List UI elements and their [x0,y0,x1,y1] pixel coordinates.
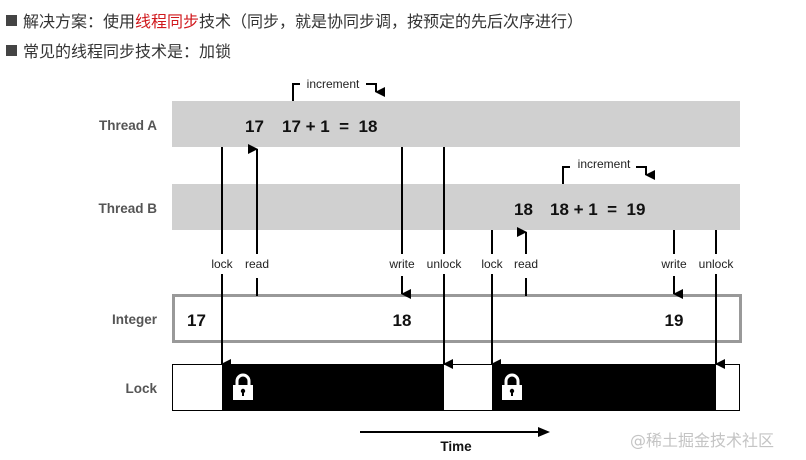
integer-value-after-a: 18 [393,311,412,330]
bullet-text: 常见的线程同步技术是：加锁 [23,42,232,61]
row-label-thread-b: Thread B [98,201,157,216]
increment-arrow-a [366,83,385,97]
bullet-common-technique: 常见的线程同步技术是：加锁 [6,38,231,62]
bullet-square-icon [6,15,17,26]
time-label: Time [440,439,472,454]
lock-held-segment-b [492,365,716,410]
padlock-icon [502,373,522,400]
increment-label-b: increment [578,157,631,171]
integer-value-after-b: 19 [665,311,684,330]
event-label-lock: lock [211,257,233,271]
row-label-lock: Lock [125,381,157,396]
increment-label-a: increment [307,77,360,91]
event-label-write: write [660,257,687,271]
event-label-read: read [514,257,538,271]
thread-a-bar [172,101,740,147]
bullet-highlight: 线程同步 [135,12,200,31]
bullet-solution: 解决方案：使用线程同步技术（同步，就是协同步调，按预定的先后次序进行） [6,8,583,32]
time-arrowhead-icon [538,427,550,437]
bullet-text-prefix: 解决方案：使用 [23,12,136,31]
increment-bracket-a [292,83,300,101]
increment-bracket-b [562,166,570,184]
event-label-unlock: unlock [427,257,463,271]
watermark: @稀土掘金技术社区 [630,431,775,450]
bullet-square-icon [6,45,17,56]
thread-b-bar [172,184,740,230]
padlock-icon [233,373,253,400]
row-label-thread-a: Thread A [99,118,157,133]
lock-held-segment-a [222,365,444,410]
event-label-write: write [388,257,415,271]
integer-value-initial: 17 [187,311,206,330]
row-label-integer: Integer [112,312,158,327]
event-label-lock: lock [481,257,503,271]
event-label-unlock: unlock [699,257,735,271]
integer-box [172,294,742,343]
thread-a-expression: 17 + 1 = 18 [282,117,377,136]
thread-b-expression: 18 + 1 = 19 [550,200,645,219]
bullet-text-suffix: 技术（同步，就是协同步调，按预定的先后次序进行） [199,12,584,31]
event-label-read: read [245,257,269,271]
thread-a-read-value: 17 [245,117,264,136]
thread-b-read-value: 18 [514,200,533,219]
increment-arrow-b [636,166,655,180]
